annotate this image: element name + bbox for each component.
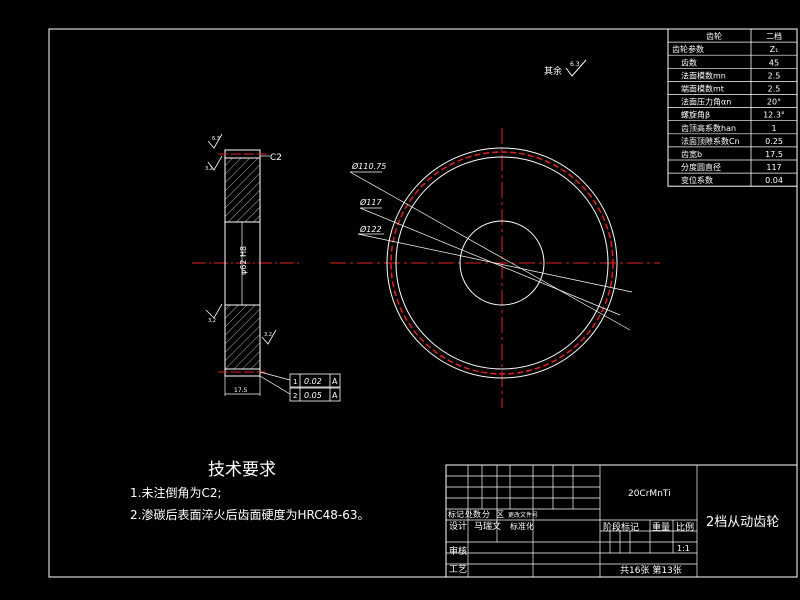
param-label: 齿轮: [706, 31, 722, 41]
title-block: 标记处数分区更改文件号 设计 马瑞文 标准化 审核 工艺 20CrMnTi 阶段…: [445, 464, 798, 578]
bore-label: φ62 H8: [239, 246, 248, 275]
svg-text:1: 1: [293, 378, 297, 386]
param-value: Z₁: [770, 45, 779, 54]
tb-scale-label: 比例: [676, 521, 694, 533]
roughness-symbol-icon: 6.3 3.2 3.2 3.2: [205, 133, 277, 345]
param-value: 2.5: [768, 71, 781, 80]
svg-text:3.2: 3.2: [208, 318, 216, 324]
section-hatch-bottom: [224, 304, 261, 370]
tb-material: 20CrMnTi: [628, 489, 671, 499]
tb-sheet-info: 共16张 第13张: [620, 564, 682, 576]
param-value: 0.04: [765, 176, 783, 185]
param-label: 螺旋角β: [681, 110, 710, 120]
chamfer-label: C2: [270, 153, 282, 163]
param-label: 齿数: [681, 57, 697, 67]
pitch-circle: [390, 151, 614, 375]
tb-stage-label: 阶段标记: [603, 521, 639, 533]
tech-item: 1.未注倒角为C2;: [130, 485, 222, 500]
tb-scale-value: 1:1: [677, 544, 690, 553]
section-outline: [224, 149, 261, 377]
roughness-note-value: 6.3: [570, 61, 580, 68]
param-label: 端面模数mt: [681, 84, 724, 94]
tb-design-label: 设计: [449, 520, 467, 532]
dim-label: Ø122: [359, 224, 382, 234]
roughness-symbol-icon: [565, 59, 587, 77]
roughness-note: 其余 6.3: [544, 59, 587, 77]
tolerance-frame-1: 1 0.02 A: [289, 373, 341, 388]
tb-weight-label: 重量: [652, 521, 670, 533]
param-label: 齿轮参数: [672, 44, 704, 54]
param-value: 二档: [766, 31, 782, 41]
param-value: 2.5: [768, 85, 781, 94]
param-label: 齿顶高系数han: [681, 123, 736, 133]
param-label: 变位系数: [681, 175, 713, 185]
root-circle: [395, 156, 609, 370]
bore-circle: [459, 220, 545, 306]
roughness-note-label: 其余: [544, 65, 562, 77]
svg-text:0.02: 0.02: [304, 377, 322, 386]
section-view: φ62 H8 C2 6.3 3.2 3.2 3.2 17.5 1 0.02: [192, 133, 341, 402]
svg-text:3.2: 3.2: [264, 332, 272, 338]
svg-text:0.05: 0.05: [304, 391, 322, 400]
svg-text:A: A: [332, 377, 338, 386]
param-label: 法面压力角αn: [681, 97, 731, 107]
drawing-border: [48, 28, 798, 578]
tolerance-frame-2: 2 0.05 A: [289, 387, 341, 402]
svg-text:A: A: [332, 391, 338, 400]
tech-requirements: 技术要求 1.未注倒角为C2; 2.渗碳后表面淬火后齿面硬度为HRC48-63。: [130, 460, 369, 522]
param-label: 法面顶隙系数Cn: [681, 136, 740, 146]
svg-text:2: 2: [293, 392, 297, 400]
tb-designer: 马瑞文: [474, 520, 501, 532]
tb-row-labels: 标记处数分区更改文件号: [448, 509, 538, 519]
tb-standard-label: 标准化: [510, 521, 534, 531]
param-value: 1: [771, 124, 776, 133]
param-label: 齿宽b: [681, 149, 702, 159]
section-hatch-top: [224, 157, 261, 223]
tb-review-label: 审核: [449, 545, 467, 557]
front-view: Ø110.75 Ø117 Ø122: [330, 128, 660, 408]
param-value: 17.5: [765, 150, 783, 159]
tech-item: 2.渗碳后表面淬火后齿面硬度为HRC48-63。: [130, 507, 369, 522]
tb-process-label: 工艺: [449, 564, 467, 575]
svg-text:6.3: 6.3: [212, 136, 220, 142]
param-value: 0.25: [765, 137, 783, 146]
param-label: 法面模数mn: [681, 70, 726, 80]
outer-circle: [386, 147, 618, 379]
param-value: 20°: [767, 98, 781, 107]
param-value: 117: [766, 163, 781, 172]
svg-text:3.2: 3.2: [205, 166, 213, 172]
dim-label: Ø110.75: [351, 161, 386, 171]
param-label: 分度圆直径: [681, 162, 721, 172]
dim-label: Ø117: [359, 197, 382, 207]
width-dim: 17.5: [234, 387, 248, 394]
tech-title: 技术要求: [208, 460, 276, 480]
tb-part-name: 2档从动齿轮: [706, 515, 779, 530]
param-value: 12.3°: [763, 111, 785, 120]
param-value: 45: [769, 58, 779, 67]
